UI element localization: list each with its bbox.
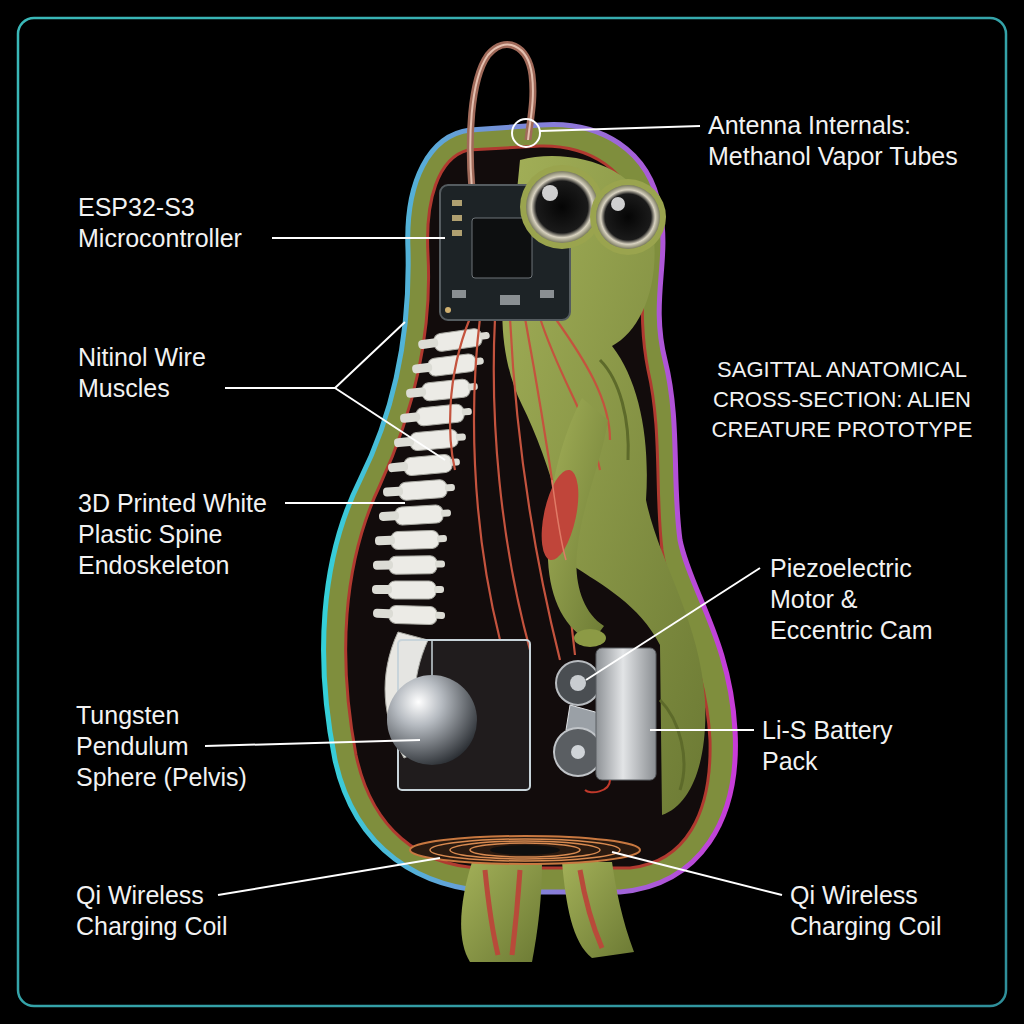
part-label: Nitinol Wire Muscles <box>78 342 248 404</box>
part-label: Li-S Battery Pack <box>762 715 912 777</box>
part-label: Qi Wireless Charging Coil <box>790 880 975 942</box>
eyes <box>520 165 666 255</box>
skin-fold <box>660 700 684 790</box>
charging-coil <box>410 836 640 864</box>
nitinol-wires <box>450 318 610 660</box>
feet <box>461 862 634 962</box>
title: SAGITTAL ANATOMICAL CROSS-SECTION: ALIEN… <box>692 355 992 445</box>
part-label: Tungsten Pendulum Sphere (Pelvis) <box>76 700 266 793</box>
arm <box>535 398 608 647</box>
part-label: Antenna Internals: Methanol Vapor Tubes <box>708 110 998 172</box>
skin-fold <box>600 360 628 460</box>
callout-circle <box>512 119 540 147</box>
part-label: Piezoelectric Motor & Eccentric Cam <box>770 553 955 646</box>
leader-lines <box>205 126 782 895</box>
part-label: 3D Printed White Plastic Spine Endoskele… <box>78 488 283 581</box>
body-cavity <box>346 146 710 868</box>
body-outline <box>324 124 736 892</box>
antenna-tube <box>470 45 533 190</box>
battery <box>585 648 656 792</box>
part-label: ESP32-S3 Microcontroller <box>78 192 273 254</box>
pendulum <box>387 640 530 790</box>
part-label: Qi Wireless Charging Coil <box>76 880 251 942</box>
frame <box>18 18 1006 1006</box>
antenna-tube <box>470 45 533 190</box>
